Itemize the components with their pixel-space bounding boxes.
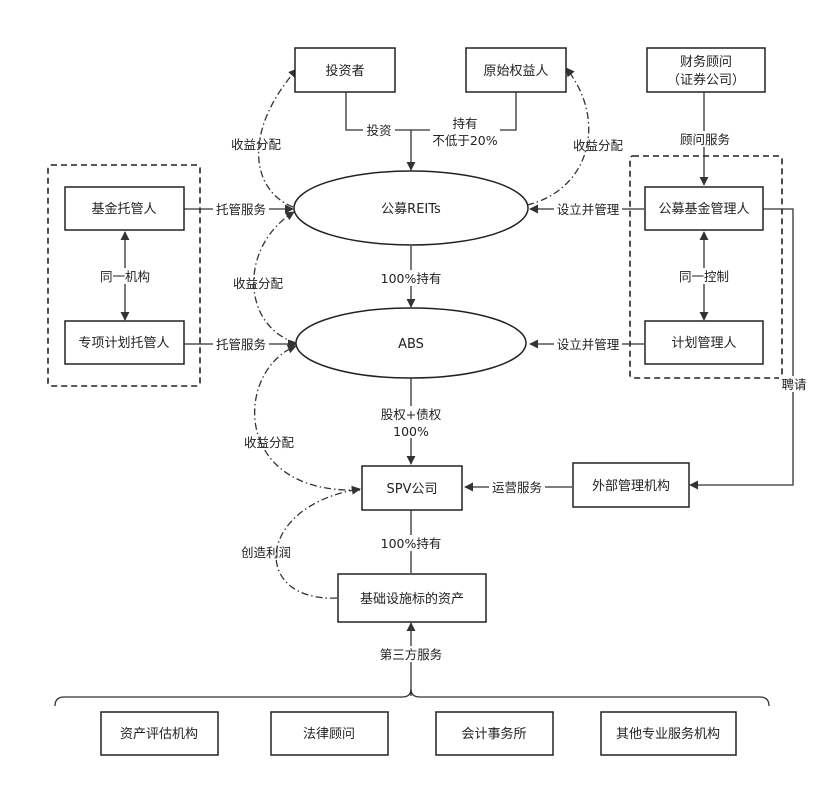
income-dist-label-4: 收益分配	[244, 435, 295, 450]
hold-100-label-1: 100%持有	[381, 271, 442, 286]
custody-service-label-2: 托管服务	[216, 337, 266, 352]
spv-box: SPV公司	[361, 465, 463, 511]
external-manager-label: 外部管理机构	[592, 479, 670, 494]
income-dist-label-3: 收益分配	[233, 276, 284, 291]
legal-advisor-label: 法律顾问	[303, 727, 355, 742]
connectors	[54, 92, 794, 707]
equity-debt-label-1: 股权+债权	[381, 407, 442, 422]
investor-label: 投资者	[325, 63, 364, 79]
third-party-brace	[54, 688, 770, 707]
custodian-group-box	[47, 164, 201, 387]
legal-advisor-box: 法律顾问	[270, 711, 389, 756]
public-fund-manager-label: 公募基金管理人	[658, 201, 749, 217]
operation-service-label: 运营服务	[492, 480, 542, 495]
manager-group-box	[629, 155, 783, 379]
accounting-firm-label: 会计事务所	[461, 726, 526, 742]
public-reits-label: 公募REITs	[381, 202, 441, 217]
financial-advisor-label-2: （证券公司）	[667, 72, 745, 88]
accounting-firm-box: 会计事务所	[435, 711, 554, 756]
hire-label: 聘请	[781, 377, 806, 392]
create-profit-flow	[275, 485, 361, 599]
special-plan-custodian-label: 专项计划托管人	[78, 336, 169, 351]
advisory-service-label: 顾问服务	[680, 132, 730, 147]
hold-label-1: 持有	[452, 116, 477, 131]
original-owner-label: 原始权益人	[483, 63, 548, 79]
external-manager-box: 外部管理机构	[572, 462, 690, 508]
third-party-service-label: 第三方服务	[380, 647, 443, 662]
income-flow-reits	[253, 211, 297, 344]
hold-label-2: 不低于20%	[432, 133, 497, 148]
custody-service-label-1: 托管服务	[216, 202, 266, 217]
create-profit-label: 创造利润	[241, 545, 291, 560]
original-owner-box: 原始权益人	[465, 47, 567, 93]
other-services-box: 其他专业服务机构	[600, 711, 737, 756]
income-dist-label-1: 收益分配	[231, 137, 282, 152]
abs-label: ABS	[398, 337, 424, 352]
investor-box: 投资者	[294, 47, 396, 93]
same-control-label: 同一控制	[679, 269, 729, 284]
financial-advisor-box: 财务顾问 （证券公司）	[646, 47, 766, 93]
special-plan-custodian-box: 专项计划托管人	[64, 320, 185, 365]
setup-manage-label-2: 设立并管理	[557, 337, 620, 352]
infrastructure-asset-box: 基础设施标的资产	[337, 573, 487, 623]
spv-label: SPV公司	[387, 482, 438, 497]
equity-debt-label-2: 100%	[393, 424, 429, 439]
income-dist-label-2: 收益分配	[573, 138, 624, 153]
financial-advisor-label-1: 财务顾问	[680, 54, 732, 70]
hold-100-label-2: 100%持有	[381, 536, 442, 551]
other-services-label: 其他专业服务机构	[616, 726, 720, 742]
abs-node: ABS	[295, 307, 527, 379]
setup-manage-label-1: 设立并管理	[557, 202, 620, 217]
fund-custodian-label: 基金托管人	[91, 201, 156, 217]
fund-custodian-box: 基金托管人	[64, 186, 185, 231]
hire-arrow	[689, 208, 794, 490]
infrastructure-asset-label: 基础设施标的资产	[360, 591, 464, 607]
public-reits-node: 公募REITs	[293, 170, 529, 246]
asset-appraisal-box: 资产评估机构	[100, 711, 219, 756]
income-flows	[253, 67, 590, 599]
plan-manager-label: 计划管理人	[671, 336, 736, 351]
income-flow-abs	[254, 344, 361, 491]
public-fund-manager-box: 公募基金管理人	[644, 186, 764, 231]
same-institution-label: 同一机构	[100, 269, 150, 284]
income-flow-owner	[526, 67, 590, 206]
edge-labels: 投资 持有 不低于20% 顾问服务 收益分配 收益分配 收益分配 收益分配 托管…	[98, 116, 809, 662]
plan-manager-box: 计划管理人	[644, 320, 764, 365]
asset-appraisal-label: 资产评估机构	[120, 727, 198, 742]
invest-label: 投资	[366, 123, 391, 138]
income-flow-investor	[257, 68, 298, 208]
